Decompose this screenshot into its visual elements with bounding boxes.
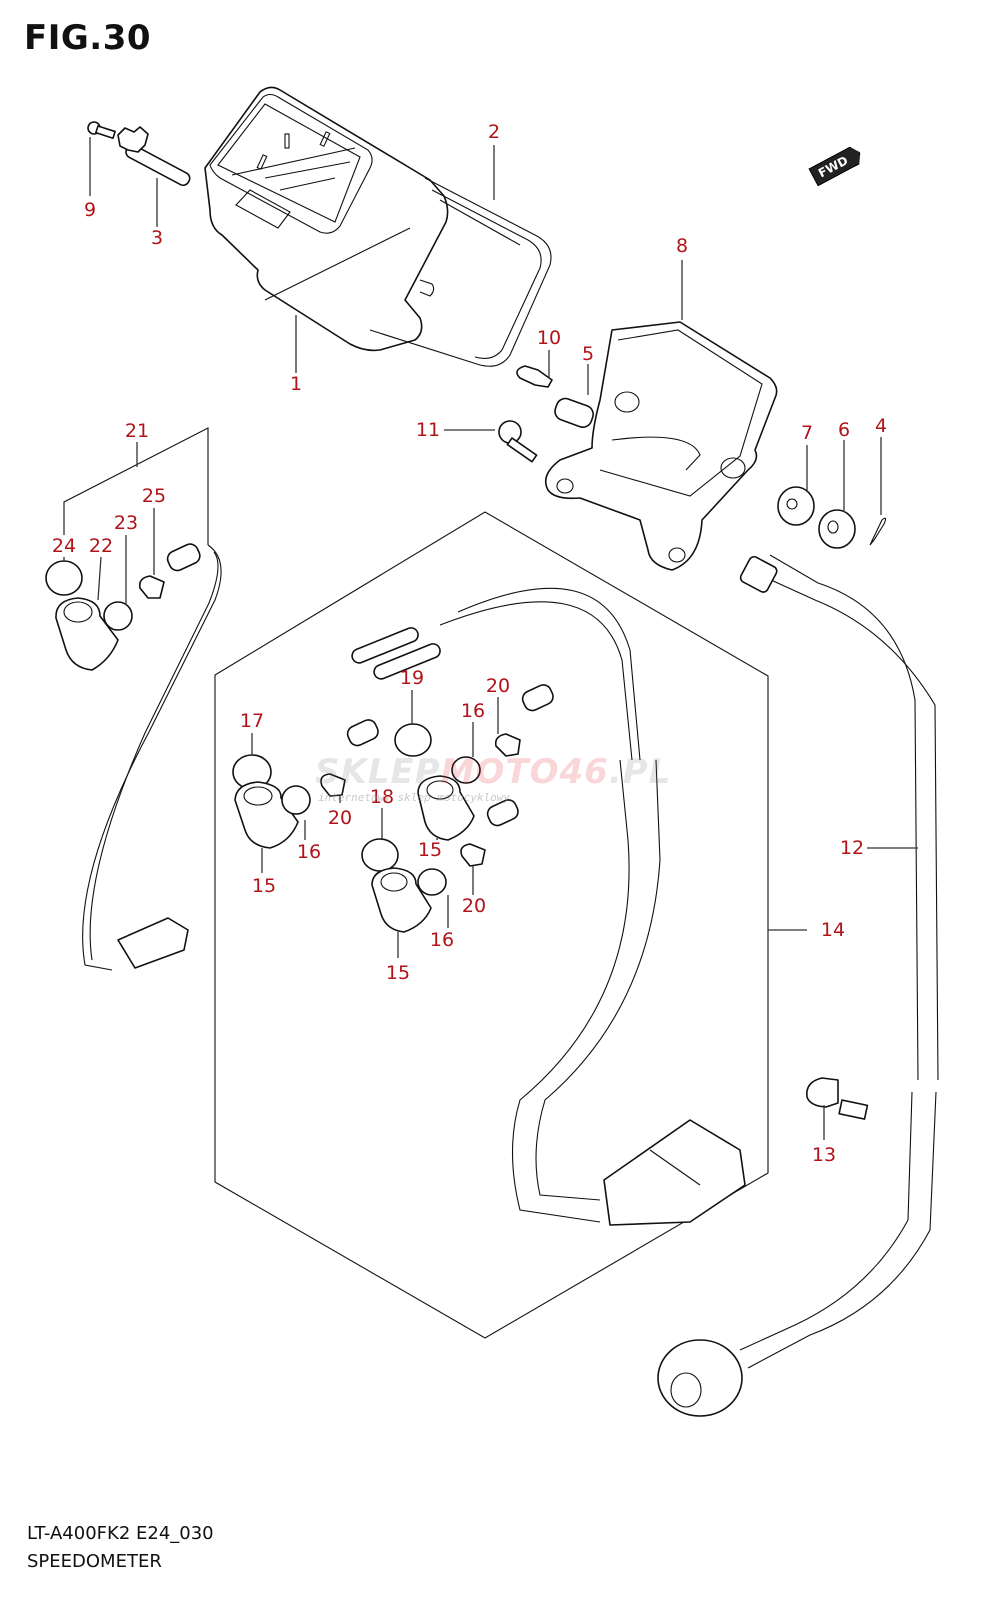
- callout-3[interactable]: 3: [150, 227, 164, 249]
- socket[interactable]: [552, 396, 595, 430]
- lens[interactable]: [394, 723, 432, 757]
- bulb[interactable]: [460, 843, 486, 867]
- callout-10[interactable]: 10: [536, 327, 562, 349]
- cushion[interactable]: [55, 597, 119, 671]
- callout-22[interactable]: 22: [88, 535, 114, 557]
- harness-group-outline: [214, 511, 769, 1339]
- indicator-wire[interactable]: [82, 541, 222, 971]
- callout-16[interactable]: 16: [296, 841, 322, 863]
- lens-r[interactable]: [361, 838, 399, 872]
- leader-lines: [63, 137, 918, 1140]
- callout-1[interactable]: 1: [289, 373, 303, 395]
- callout-13[interactable]: 13: [811, 1144, 837, 1166]
- callout-20[interactable]: 20: [327, 807, 353, 829]
- callout-16[interactable]: 16: [460, 700, 486, 722]
- cushion[interactable]: [371, 867, 432, 933]
- indicator-group-bracket: [63, 427, 209, 545]
- bulb[interactable]: [138, 575, 165, 599]
- callout-9[interactable]: 9: [83, 199, 97, 221]
- meter-case[interactable]: [369, 177, 552, 367]
- cushion[interactable]: [417, 775, 475, 841]
- callout-21[interactable]: 21: [124, 420, 150, 442]
- figure-code: LT-A400FK2 E24_030: [27, 1523, 214, 1544]
- socket[interactable]: [485, 797, 521, 828]
- drive-shaft-gear[interactable]: [117, 126, 192, 187]
- cushion[interactable]: [234, 781, 299, 849]
- figure-title: FIG.30: [24, 18, 152, 58]
- bulb[interactable]: [320, 773, 346, 797]
- cable-clamp[interactable]: [805, 1077, 869, 1120]
- callout-16[interactable]: 16: [429, 929, 455, 951]
- bracket[interactable]: [544, 321, 778, 571]
- screw[interactable]: [87, 121, 116, 140]
- callout-19[interactable]: 19: [399, 667, 425, 689]
- bulb[interactable]: [516, 365, 553, 388]
- watermark-part-b: MOTO46: [440, 752, 609, 792]
- callout-11[interactable]: 11: [415, 419, 441, 441]
- watermark: SKLEPMOTO46.PL: [315, 752, 671, 792]
- washer[interactable]: [818, 509, 856, 549]
- callout-15[interactable]: 15: [385, 962, 411, 984]
- callout-25[interactable]: 25: [141, 485, 167, 507]
- clip[interactable]: [869, 517, 887, 546]
- bulb[interactable]: [494, 733, 521, 757]
- grommet[interactable]: [417, 868, 447, 896]
- wiring-harness[interactable]: [350, 587, 746, 1226]
- watermark-subtitle: internetowy sklep motocyklowy: [318, 791, 511, 804]
- watermark-part-a: SKLEP: [315, 752, 441, 792]
- callout-17[interactable]: 17: [239, 710, 265, 732]
- lens[interactable]: [45, 560, 83, 596]
- speedometer-assembly[interactable]: [204, 86, 449, 352]
- callout-2[interactable]: 2: [487, 121, 501, 143]
- speedometer-cable[interactable]: [657, 554, 939, 1417]
- figure-name: SPEEDOMETER: [27, 1551, 162, 1572]
- callout-23[interactable]: 23: [113, 512, 139, 534]
- callout-7[interactable]: 7: [800, 422, 814, 444]
- callout-14[interactable]: 14: [820, 919, 846, 941]
- callout-5[interactable]: 5: [581, 343, 595, 365]
- grommet[interactable]: [777, 486, 815, 526]
- watermark-suffix: .PL: [608, 752, 672, 792]
- callout-15[interactable]: 15: [417, 839, 443, 861]
- callout-12[interactable]: 12: [839, 837, 865, 859]
- callout-24[interactable]: 24: [51, 535, 77, 557]
- callout-8[interactable]: 8: [675, 235, 689, 257]
- callout-4[interactable]: 4: [874, 415, 888, 437]
- callout-15[interactable]: 15: [251, 875, 277, 897]
- callout-6[interactable]: 6: [837, 419, 851, 441]
- socket[interactable]: [520, 682, 556, 713]
- grommet[interactable]: [103, 601, 133, 631]
- bolt[interactable]: [498, 420, 538, 463]
- callout-20[interactable]: 20: [461, 895, 487, 917]
- callout-18[interactable]: 18: [369, 786, 395, 808]
- callout-20[interactable]: 20: [485, 675, 511, 697]
- grommet[interactable]: [451, 756, 481, 784]
- socket[interactable]: [345, 717, 381, 748]
- grommet[interactable]: [281, 785, 311, 815]
